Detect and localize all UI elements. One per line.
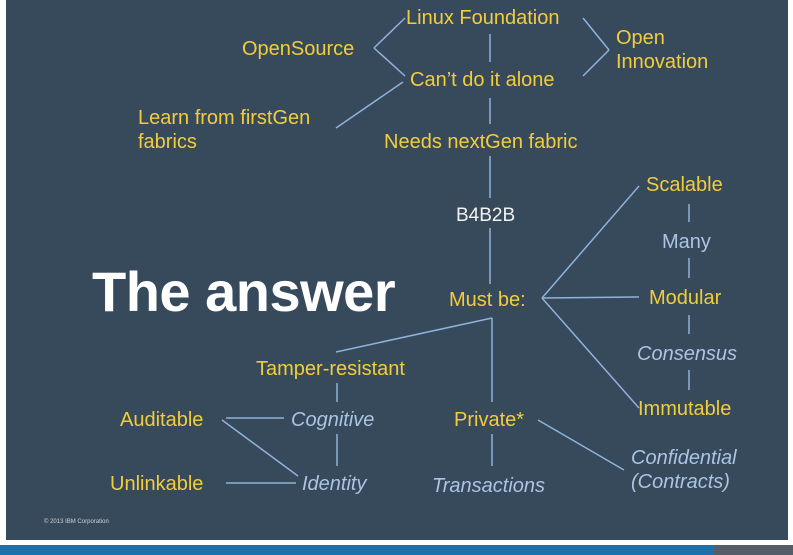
node-cant-do-it-alone: Can’t do it alone	[410, 69, 555, 91]
node-learn-from-firstgen: Learn from firstGen fabrics	[138, 107, 311, 153]
node-must-be: Must be:	[449, 289, 526, 311]
slide-heading: The answer	[92, 260, 396, 323]
connector-auditable-identity	[221, 419, 299, 477]
connector-mustbe-immutable	[541, 297, 640, 409]
connector-private-confidential	[537, 419, 625, 471]
node-many: Many	[662, 231, 711, 253]
node-identity: Identity	[302, 473, 367, 495]
connector-opensource-cantdo	[373, 47, 406, 77]
connector-opensource-linux	[373, 17, 406, 49]
connector-mustbe-scalable	[541, 185, 640, 299]
connector-learn-cantdo	[335, 81, 404, 129]
node-auditable: Auditable	[120, 409, 204, 431]
node-opensource: OpenSource	[242, 38, 355, 60]
slide: Linux Foundation OpenSource Open Innovat…	[6, 0, 788, 540]
node-immutable: Immutable	[638, 398, 732, 420]
connector-linux-innovation	[582, 17, 610, 51]
node-unlinkable: Unlinkable	[110, 473, 204, 495]
connector-lines	[221, 17, 690, 484]
copyright-notice: © 2013 IBM Corporation	[44, 519, 109, 525]
node-open-innovation: Open Innovation	[616, 27, 709, 73]
node-private: Private*	[454, 409, 525, 431]
connector-cantdo-innovation	[582, 49, 610, 77]
connector-mustbe-tamper	[335, 317, 493, 353]
node-tamper-resistant: Tamper-resistant	[256, 358, 405, 380]
node-cognitive: Cognitive	[291, 409, 375, 431]
footer-bar	[0, 545, 793, 555]
connector-mustbe-modular	[541, 296, 640, 299]
node-confidential-contracts: Confidential (Contracts)	[631, 447, 737, 493]
node-scalable: Scalable	[646, 174, 723, 196]
node-linux-foundation: Linux Foundation	[406, 7, 560, 29]
node-modular: Modular	[649, 287, 722, 309]
footer-tab	[714, 545, 793, 555]
node-needs-nextgen-fabric: Needs nextGen fabric	[384, 131, 578, 153]
node-b4b2b: B4B2B	[456, 205, 516, 226]
node-consensus: Consensus	[637, 343, 738, 365]
node-transactions: Transactions	[432, 475, 546, 497]
